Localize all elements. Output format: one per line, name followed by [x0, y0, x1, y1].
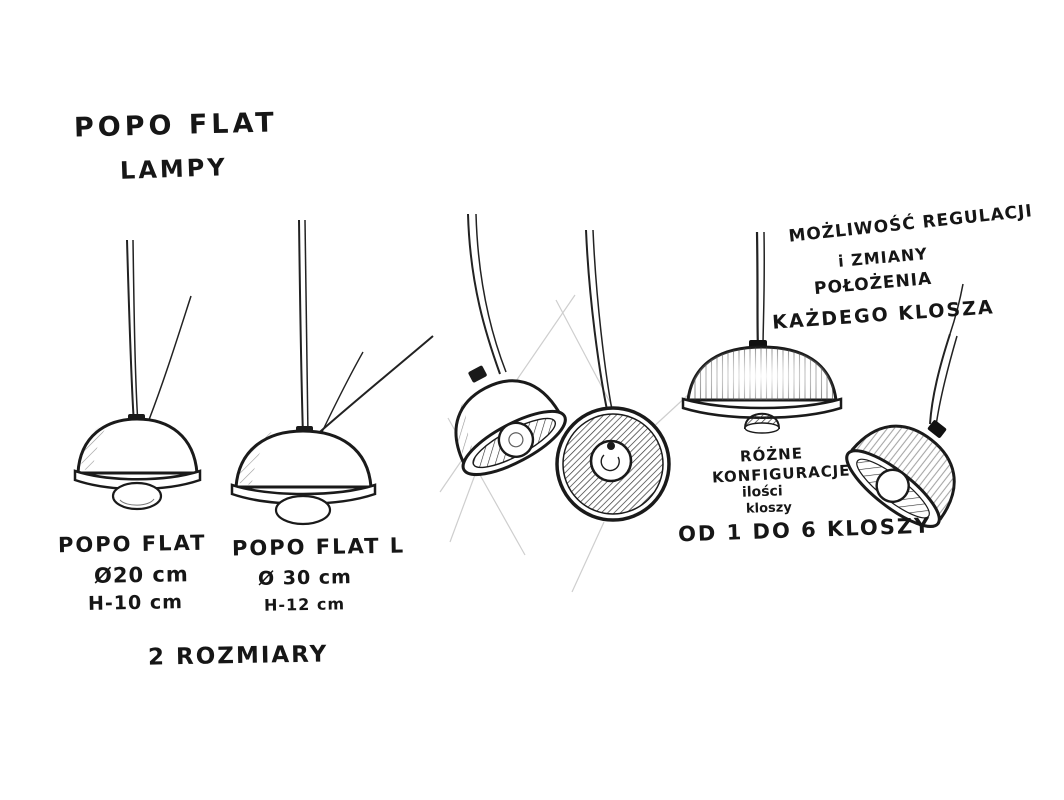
lamp2-name: POPO FLAT L	[231, 533, 406, 561]
lamp-sketch-popo-flat-l	[230, 219, 434, 526]
lamp1-name: POPO FLAT	[57, 530, 207, 558]
page-title: POPO FLAT	[73, 107, 279, 144]
config-note-line3: ilości	[741, 483, 783, 501]
config-note-line4: kloszy	[745, 500, 793, 517]
lamp-sketch-tilted-left	[454, 213, 567, 477]
lamp1-height: H-10 cm	[87, 591, 184, 615]
lamp-sketch-popo-flat	[73, 239, 202, 511]
lamp2-height: H-12 cm	[263, 594, 346, 615]
lamp-sketch-tilted-right	[845, 283, 964, 528]
config-note-line1: RÓŻNE	[739, 444, 804, 466]
lamp2-diameter: Ø 30 cm	[257, 566, 353, 590]
page-subtitle: LAMPY	[119, 153, 229, 185]
lamp1-diameter: Ø20 cm	[93, 562, 189, 588]
lamp-sketch-wide	[681, 231, 843, 434]
sizes-note: 2 ROZMIARY	[147, 641, 329, 671]
lamp-sketch-front-view	[555, 229, 671, 522]
